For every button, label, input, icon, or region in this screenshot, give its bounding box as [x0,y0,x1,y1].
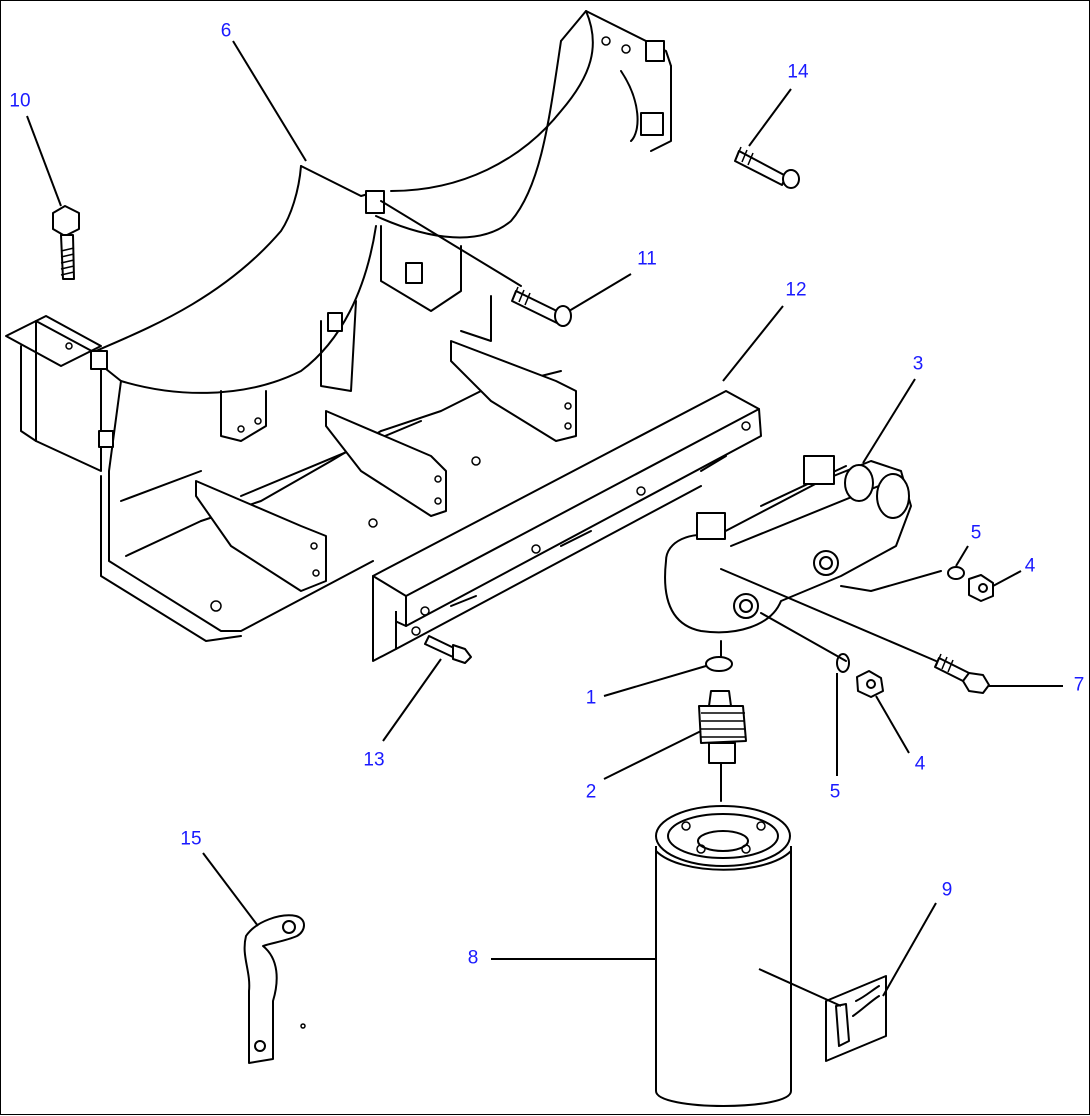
callout-5-lower: 5 [829,781,841,803]
nut-part-4-upper [968,574,994,602]
callout-6: 6 [220,20,232,42]
callout-8: 8 [467,947,479,969]
o-ring-part-1 [705,656,733,672]
assembly-lines [380,200,942,802]
callout-15: 15 [180,828,202,850]
callout-4-lower: 4 [914,753,926,775]
callout-7: 7 [1073,674,1085,696]
callout-5-upper: 5 [970,522,982,544]
callout-12: 12 [785,279,807,301]
bracket-frame-part-6 [5,10,672,642]
callout-10: 10 [9,90,31,112]
callout-3: 3 [912,353,924,375]
callout-1: 1 [585,687,597,709]
callout-4-upper: 4 [1024,555,1036,577]
sensor-part-2 [698,690,747,764]
mounting-rail-part-12 [372,390,762,662]
washer-part-5-upper [947,566,965,580]
filter-head-part-3 [664,455,912,634]
callout-11: 11 [637,248,657,270]
callout-2: 2 [585,781,597,803]
bolt-part-13 [424,635,472,664]
decal-part-9 [825,975,887,1062]
callout-14: 14 [787,61,809,83]
callout-9: 9 [941,879,953,901]
bolt-part-11 [511,286,572,327]
nut-part-4-lower [856,670,884,698]
bolt-part-10 [52,205,80,280]
bolt-part-7 [934,653,990,694]
leader-lines [26,40,1063,1007]
bolt-part-14 [734,146,800,189]
callout-13: 13 [363,749,385,771]
clamp-part-15 [243,914,306,1064]
filter-cartridge-part-8 [655,805,792,1107]
